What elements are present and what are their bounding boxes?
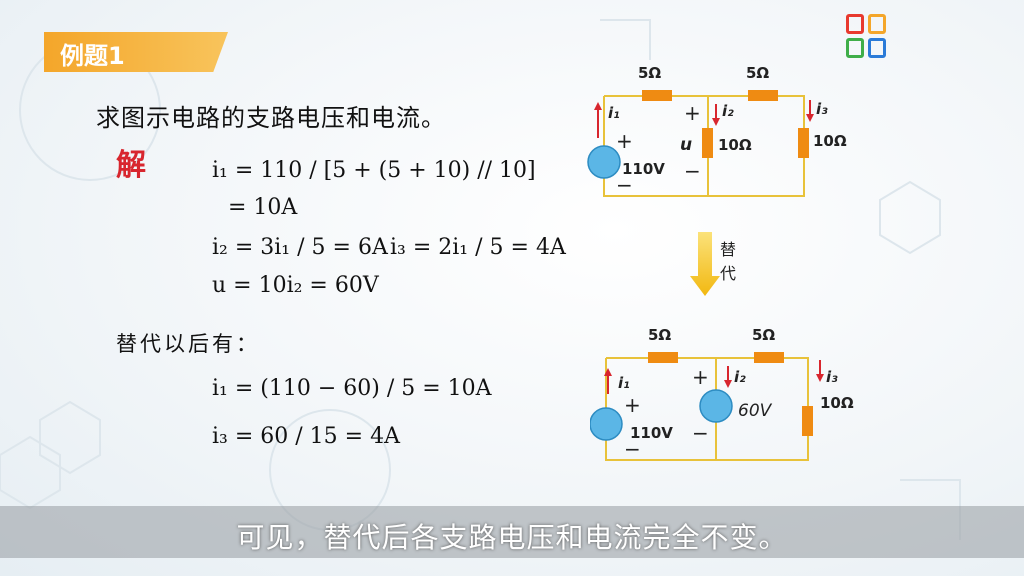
arrow-i3b-head	[816, 374, 824, 382]
circuit-diagram-substituted: 5Ω 5Ω 10Ω 110V 60V i₁ i₂ i₃ + − + −	[590, 326, 854, 461]
label-plus-source: +	[616, 129, 633, 153]
equation-6: i₃ = 60 / 15 = 4A	[212, 424, 400, 449]
equation-5: i₁ = (110 − 60) / 5 = 10A	[212, 376, 492, 401]
arrow-i1-head	[594, 102, 602, 110]
arrow-i3-head	[806, 114, 814, 122]
label-plus-60v: +	[692, 365, 709, 389]
equation-4: u = 10i₂ = 60V	[212, 273, 379, 298]
voltage-source-110v-b	[590, 407, 623, 441]
label-i3: i₃	[816, 100, 828, 118]
solution-label: 解	[116, 148, 146, 183]
resistor-5ohm-1	[642, 90, 672, 101]
app-logo	[846, 14, 890, 62]
label-i2: i₂	[722, 102, 734, 120]
equation-1: i₁ = 110 / [5 + (5 + 10) // 10]	[212, 158, 536, 183]
voltage-source-110v	[587, 145, 621, 179]
label-minus-source-b: −	[624, 437, 641, 461]
equation-3a: i₂ = 3i₁ / 5 = 6A	[212, 235, 388, 260]
resistor-5ohm-2	[748, 90, 778, 101]
label-r1: 5Ω	[638, 64, 661, 82]
after-substitution-label: 替代以后有：	[116, 332, 260, 356]
label-u: u	[680, 135, 692, 155]
subtitle-text: 可见，替代后各支路电压和电流完全不变。	[236, 521, 788, 554]
label-source-b: 110V	[630, 424, 673, 442]
arrow-i2b-head	[724, 380, 732, 388]
voltage-source-60v	[699, 389, 733, 423]
equation-2: = 10A	[228, 195, 298, 220]
label-r4: 10Ω	[813, 132, 847, 150]
circuit-diagram-original: 5Ω 5Ω 10Ω 10Ω 110V i₁ i₂ i₃ + u − + −	[587, 64, 847, 197]
label-r3b: 10Ω	[820, 394, 854, 412]
label-minus-source: −	[616, 173, 633, 197]
label-i1: i₁	[608, 104, 620, 122]
label-r1b: 5Ω	[648, 326, 671, 344]
label-minus-u: −	[684, 159, 701, 183]
equation-3b: i₃ = 2i₁ / 5 = 4A	[390, 235, 566, 260]
substitute-arrow	[690, 232, 720, 296]
label-minus-60v: −	[692, 421, 709, 445]
label-i3b: i₃	[826, 368, 838, 386]
question-text: 求图示电路的支路电压和电流。	[96, 104, 446, 132]
substitute-char-2: 代	[720, 264, 737, 283]
resistor-10ohm-2	[798, 128, 809, 158]
label-r2b: 5Ω	[752, 326, 775, 344]
label-r3: 10Ω	[718, 136, 752, 154]
resistor-5ohm-2b	[754, 352, 784, 363]
resistor-5ohm-1b	[648, 352, 678, 363]
label-r2: 5Ω	[746, 64, 769, 82]
label-plus-source-b: +	[624, 393, 641, 417]
arrow-i2-head	[712, 118, 720, 126]
substitute-char-1: 替	[720, 240, 737, 259]
label-source-60v: 60V	[738, 401, 773, 421]
subtitle-bar: 可见，替代后各支路电压和电流完全不变。	[0, 506, 1024, 558]
resistor-10ohm-1	[702, 128, 713, 158]
resistor-10ohm-b	[802, 406, 813, 436]
example-tag-label: 例题1	[60, 42, 125, 70]
label-source: 110V	[622, 160, 665, 178]
example-tag: 例题1	[44, 32, 228, 72]
label-i2b: i₂	[734, 368, 746, 386]
substitute-label: 替 代	[720, 238, 736, 286]
arrow-i1b-head	[604, 368, 612, 376]
label-i1b: i₁	[618, 374, 630, 392]
label-plus-u: +	[684, 101, 701, 125]
